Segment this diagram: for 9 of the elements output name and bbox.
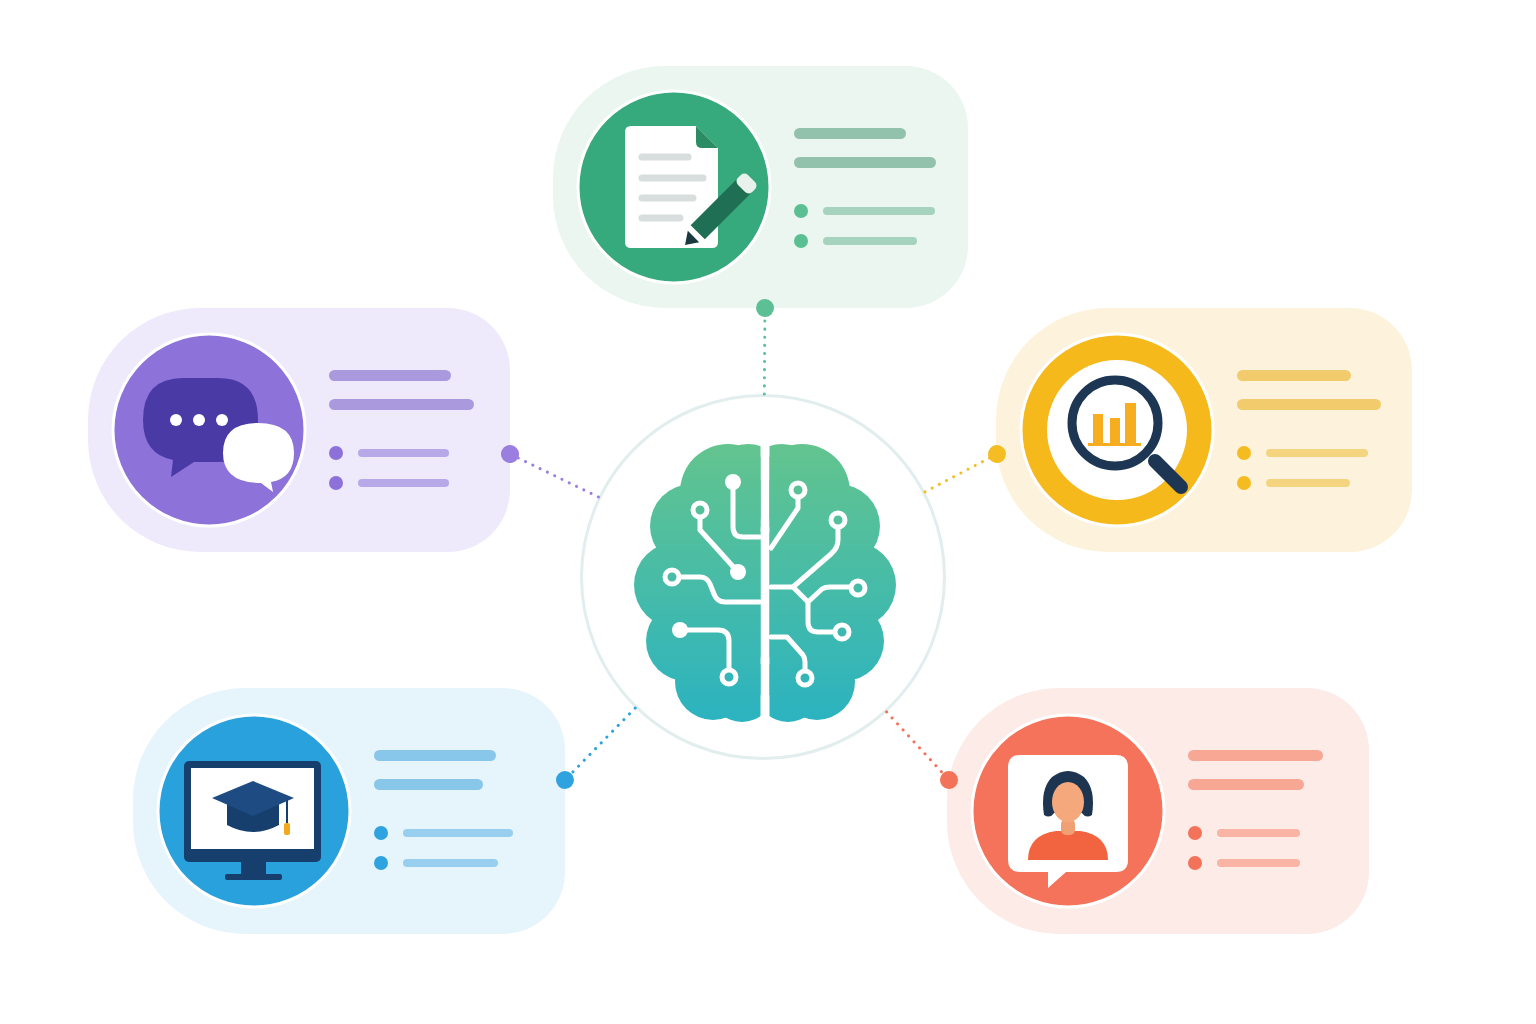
card-panel — [947, 688, 1369, 934]
card-panel — [133, 688, 565, 934]
dotted-connector — [923, 445, 1006, 494]
card-panel — [88, 308, 510, 552]
dotted-connector — [756, 299, 774, 396]
dotted-connector — [501, 445, 600, 499]
card-panel — [553, 66, 968, 308]
card-panel — [996, 308, 1412, 552]
dotted-connector — [556, 706, 637, 789]
